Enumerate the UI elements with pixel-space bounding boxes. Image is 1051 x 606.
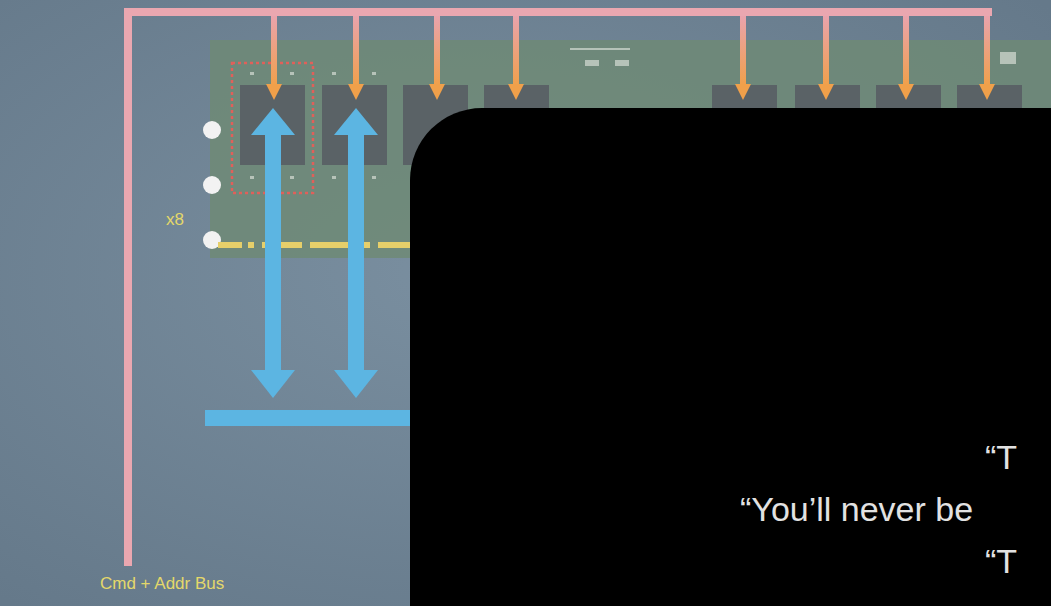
data-bus <box>205 108 435 426</box>
quote-text: “T <box>985 542 1017 581</box>
data-bus-bar <box>205 410 435 426</box>
data-arrow <box>334 108 378 398</box>
quote-text: “You’ll never be <box>740 490 973 529</box>
board-notch <box>203 121 221 139</box>
bus-line <box>124 8 132 566</box>
quote-panel: “T “You’ll never be “T <box>410 108 1051 606</box>
bus-width-label: x8 <box>166 210 184 230</box>
gold-contacts <box>218 242 418 248</box>
bus-label: Cmd + Addr Bus <box>100 574 224 594</box>
bus-line <box>124 8 992 16</box>
bus-down-arrows <box>266 16 995 100</box>
quote-text: “T <box>985 438 1017 477</box>
data-arrow <box>251 108 295 398</box>
board-notch <box>203 176 221 194</box>
